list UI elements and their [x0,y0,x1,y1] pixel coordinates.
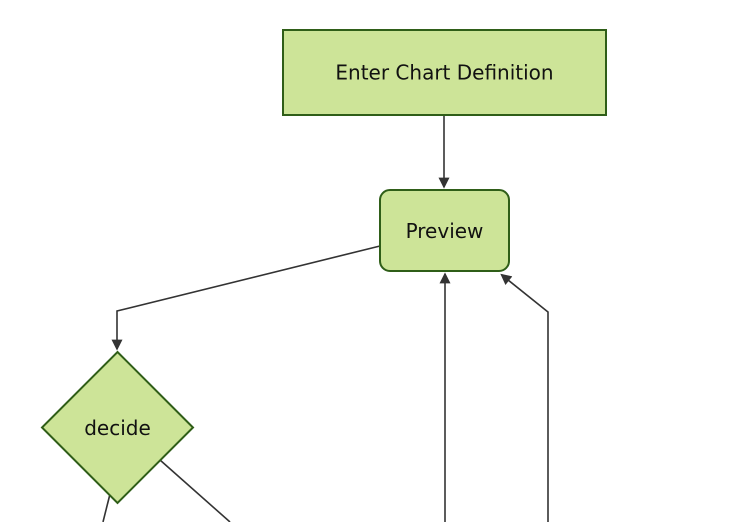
node-enter-chart-definition-shape [282,29,607,116]
node-enter-chart-definition-label: Enter Chart Definition [335,61,553,85]
node-decide-label: decide [84,416,151,440]
node-enter-chart-definition: Enter Chart Definition [282,29,607,116]
node-decide-shape [40,350,195,505]
node-preview-shape [379,189,510,272]
edge-return-to-preview-corner [500,273,549,522]
node-decide: decide [40,350,195,505]
node-preview: Preview [379,189,510,272]
edge-preview-to-decide [111,245,381,351]
edge-decide-out-left [102,493,111,522]
edge-decide-out-right [159,459,231,522]
node-preview-label: Preview [406,219,484,243]
